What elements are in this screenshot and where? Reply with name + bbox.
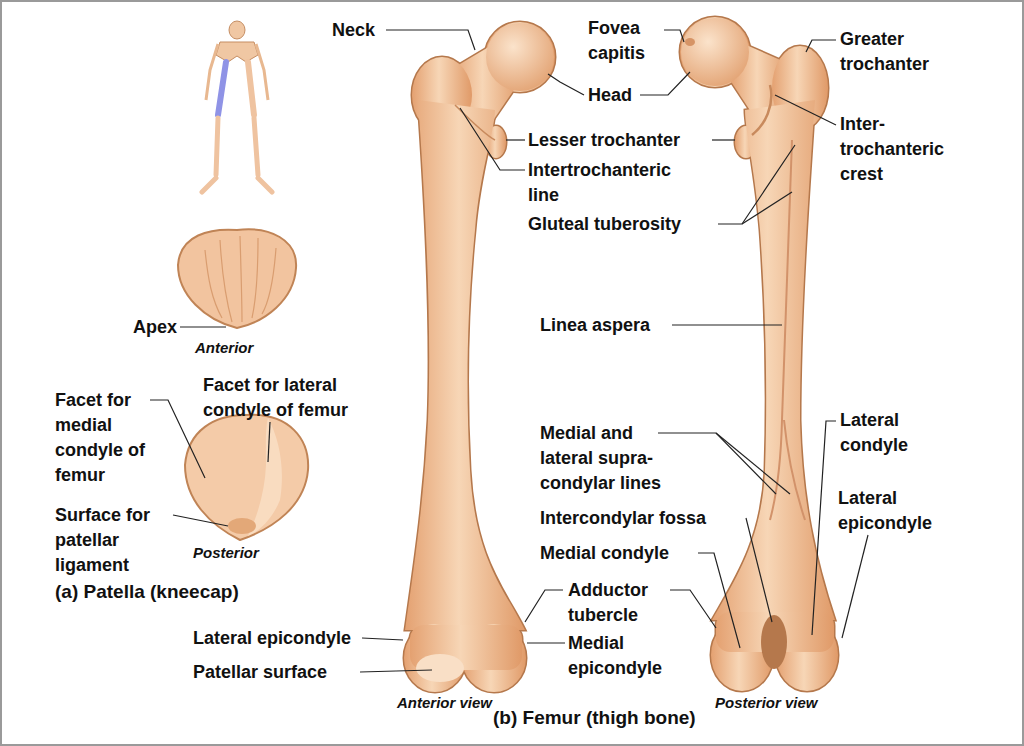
- part-label: Medial epicondyle: [568, 631, 683, 681]
- part-label: Head: [588, 83, 632, 108]
- part-label: Inter- trochanteric crest: [840, 112, 970, 187]
- part-label: Apex: [133, 315, 177, 340]
- part-label: (a) Patella (kneecap): [55, 580, 239, 604]
- part-label: Medial and lateral supra- condylar lines: [540, 421, 690, 496]
- part-label: Fovea capitis: [588, 16, 678, 66]
- part-label: Facet for lateral condyle of femur: [203, 373, 381, 423]
- part-label: Lesser trochanter: [528, 128, 680, 153]
- part-label: Posterior view: [715, 693, 818, 713]
- femur-posterior: [680, 17, 838, 691]
- part-label: (b) Femur (thigh bone): [493, 706, 696, 730]
- part-label: Medial condyle: [540, 541, 669, 566]
- part-label: Gluteal tuberosity: [528, 212, 681, 237]
- part-label: Lateral epicondyle: [193, 626, 351, 651]
- skeleton-thumbnail: [202, 21, 272, 192]
- part-label: Anterior view: [397, 693, 492, 713]
- part-label: Posterior: [193, 543, 259, 563]
- part-label: Lateral condyle: [840, 408, 940, 458]
- patella-anterior: [178, 229, 296, 328]
- part-label: Intercondylar fossa: [540, 506, 706, 531]
- part-label: Intertrochanteric line: [528, 158, 700, 208]
- part-label: Linea aspera: [540, 313, 650, 338]
- part-label: Facet for medial condyle of femur: [55, 388, 150, 488]
- part-label: Lateral epicondyle: [838, 486, 953, 536]
- femur-anterior: [404, 22, 555, 692]
- part-label: Greater trochanter: [840, 27, 955, 77]
- part-label: Adductor tubercle: [568, 578, 668, 628]
- part-label: Anterior: [195, 338, 253, 358]
- part-label: Neck: [332, 18, 375, 43]
- part-label: Patellar surface: [193, 660, 327, 685]
- part-label: Surface for patellar ligament: [55, 503, 170, 578]
- leader-lines: [150, 30, 868, 672]
